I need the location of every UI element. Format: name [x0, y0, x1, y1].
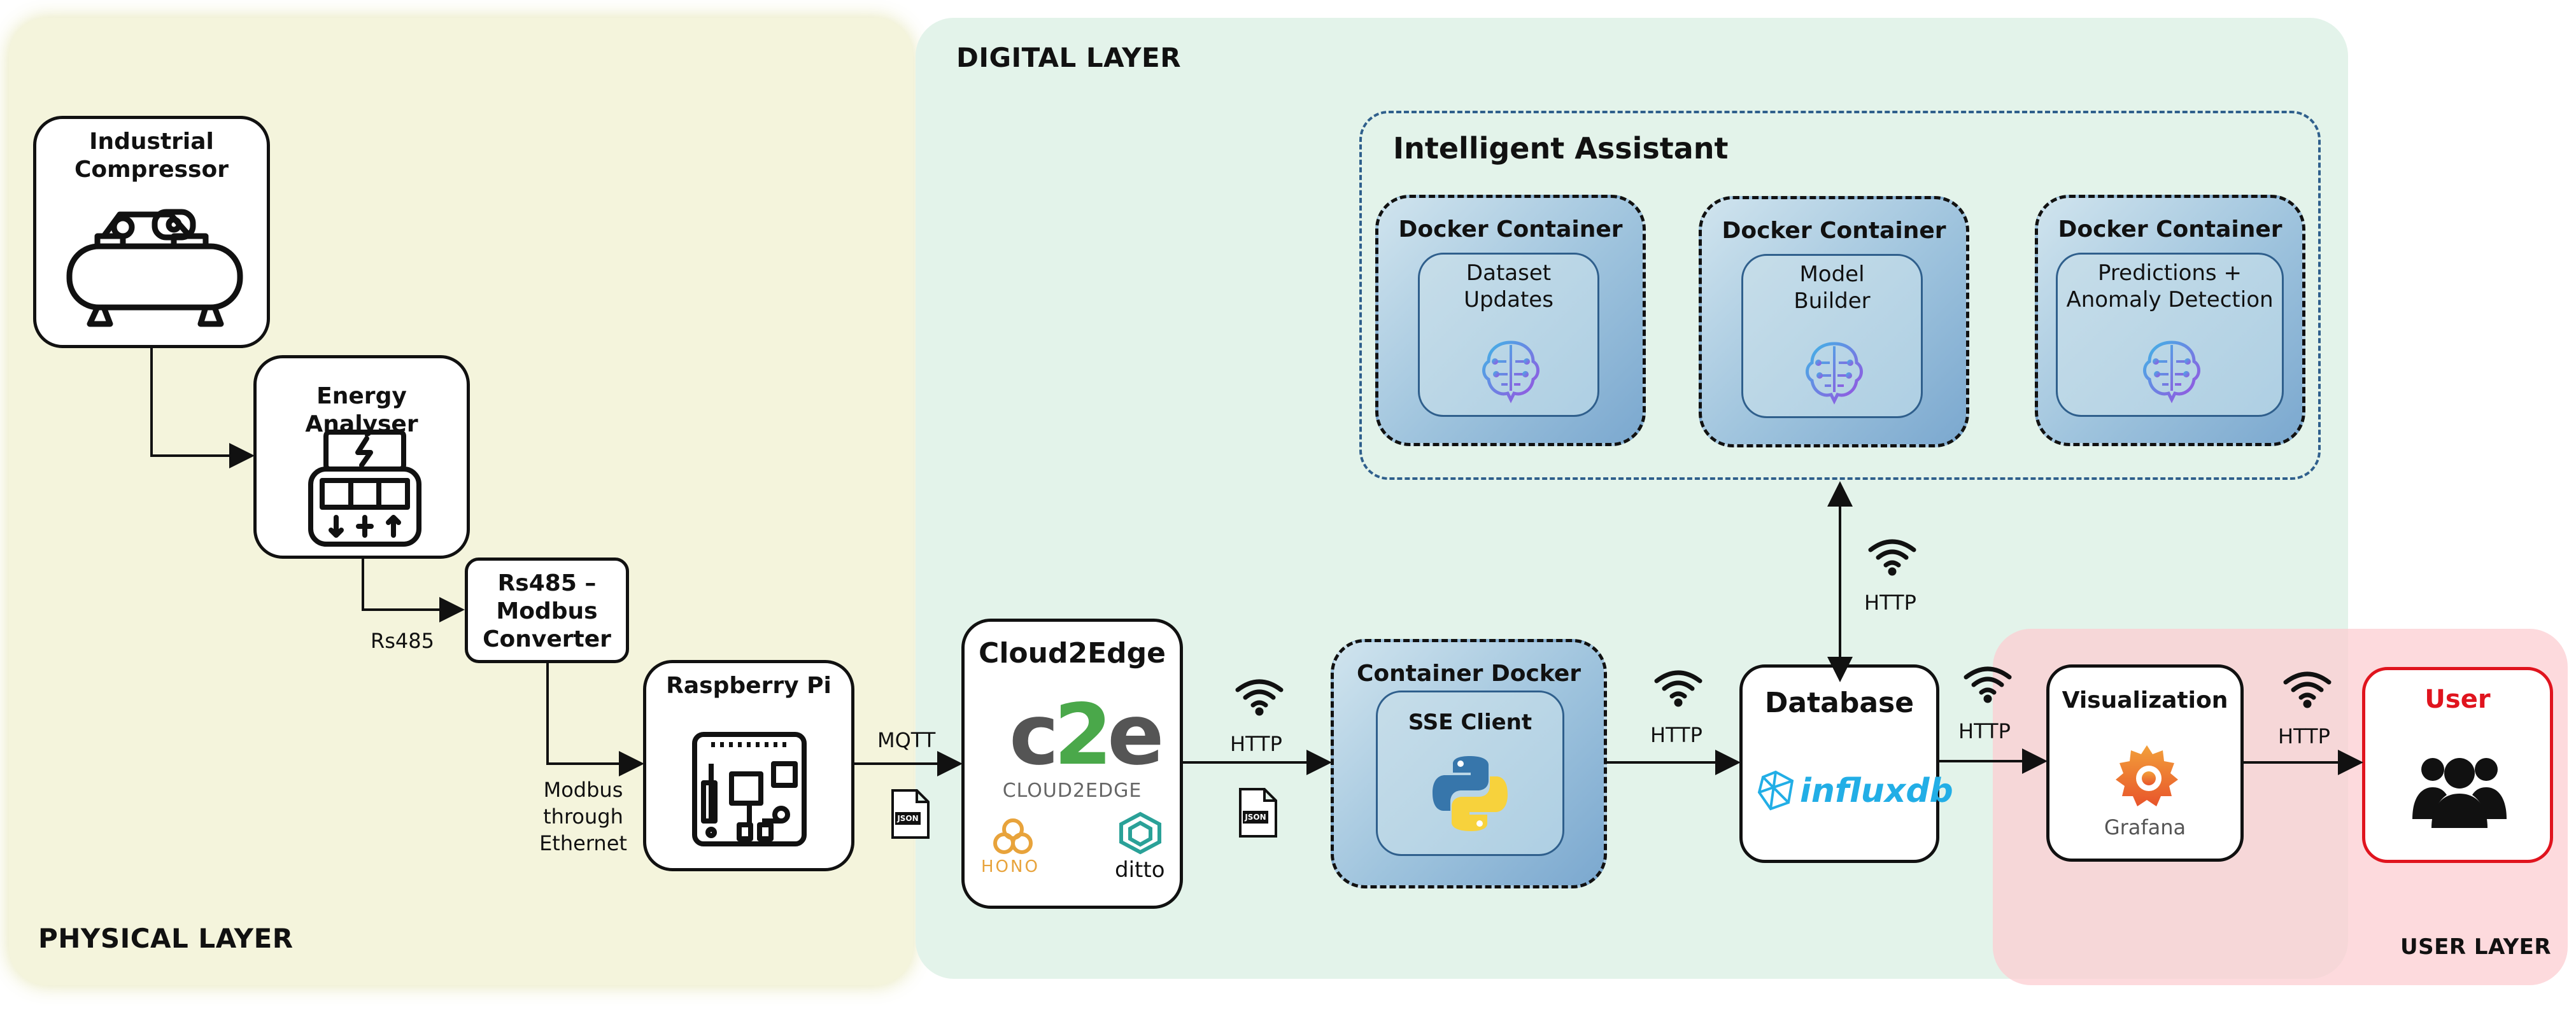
container-docker-node: Container Docker SSE Client	[1331, 639, 1607, 888]
edge-analyser-converter	[362, 559, 465, 622]
dataset-updates-box: Dataset Updates	[1418, 253, 1599, 417]
edge-label-mqtt: MQTT	[877, 728, 936, 752]
container-docker-title: Container Docker	[1356, 661, 1582, 687]
user-title: User	[2424, 685, 2491, 714]
grafana-logo-text: Grafana	[2104, 815, 2186, 839]
wifi-icon	[1868, 539, 1916, 576]
wifi-icon	[1964, 666, 2012, 703]
visualization-title: Visualization	[2062, 687, 2228, 713]
wifi-icons	[1235, 539, 2332, 716]
edge-label-http-cloud2edge: HTTP	[1230, 732, 1282, 756]
hono-logo-icon	[993, 818, 1033, 854]
sse-client-box: SSE Client	[1376, 691, 1564, 856]
digital-layer-title: DIGITAL LAYER	[956, 42, 1182, 73]
python-icon	[1433, 756, 1508, 831]
model-builder-box: Model Builder	[1741, 254, 1923, 418]
wifi-icon	[1235, 679, 1284, 716]
users-icon	[2412, 758, 2507, 828]
edge-compressor-analyser	[150, 348, 255, 468]
grafana-logo-icon	[2116, 745, 2178, 806]
raspberry-pi-title: Raspberry Pi	[666, 673, 832, 699]
cloud2edge-node: Cloud2Edge c2e CLOUD2EDGE HONO ditto	[961, 619, 1183, 909]
edge-label-http-visualization: HTTP	[1958, 719, 2011, 743]
edge-label-rs485: Rs485	[371, 629, 434, 653]
converter-title: Rs485 – Modbus Converter	[483, 570, 611, 652]
energy-analyser-title: Energy Analyser	[305, 383, 418, 437]
cloud2edge-title: Cloud2Edge	[979, 637, 1166, 670]
raspberry-pi-node: Raspberry Pi	[643, 660, 854, 871]
intelligent-assistant-group	[1359, 111, 2321, 480]
docker-container-model: Docker Container Model Builder	[1699, 196, 1969, 447]
edge-label-modbus: Modbus through Ethernet	[539, 778, 627, 855]
edge-converter-raspberry	[546, 663, 644, 776]
user-node: User	[2362, 667, 2553, 863]
docker-container-predictions: Docker Container Predictions + Anomaly D…	[2035, 195, 2305, 446]
dataset-updates-label: Dataset Updates	[1464, 260, 1553, 312]
database-title: Database	[1764, 687, 1914, 719]
influxdb-logo-text: influxdb	[1800, 772, 1953, 810]
c2e-logo: c2e	[1009, 686, 1164, 784]
ai-brain-icon	[1482, 340, 1539, 403]
ai-brain-icon	[1806, 342, 1863, 405]
compressor-icon	[66, 209, 243, 327]
physical-layer-title: PHYSICAL LAYER	[38, 923, 294, 954]
ditto-logo-icon	[1119, 811, 1161, 855]
docker-container-title: Docker Container	[2058, 216, 2282, 242]
energy-analyser-node: Energy Analyser	[253, 355, 470, 559]
rs485-modbus-converter-node: Rs485 – Modbus Converter	[465, 558, 629, 663]
json-file-label: JSON	[1245, 813, 1266, 822]
visualization-node: Visualization Grafana	[2046, 664, 2244, 862]
database-node: Database influxdb	[1739, 664, 1953, 863]
wifi-icon	[1654, 670, 1702, 707]
user-layer-title: USER LAYER	[2400, 934, 2552, 960]
intelligent-assistant-title: Intelligent Assistant	[1393, 131, 1729, 165]
json-file-icon: JSON	[1238, 787, 1278, 839]
hono-logo-text: HONO	[981, 857, 1040, 876]
wifi-icon	[2283, 671, 2332, 708]
json-file-label: JSON	[897, 814, 919, 823]
influxdb-logo-icon	[1757, 770, 1794, 811]
sse-client-label: SSE Client	[1408, 710, 1532, 735]
industrial-compressor-title: Industrial Compressor	[74, 129, 229, 183]
model-builder-label: Model Builder	[1794, 262, 1871, 314]
cloud2edge-logo-text: CLOUD2EDGE	[1002, 780, 1142, 802]
circuit-board-icon	[692, 732, 807, 846]
edge-label-http-docker: HTTP	[1650, 723, 1702, 747]
docker-container-title: Docker Container	[1398, 216, 1623, 242]
edge-label-http-assistant: HTTP	[1864, 591, 1916, 615]
edge-label-http-user: HTTP	[2278, 724, 2330, 748]
predictions-box: Predictions + Anomaly Detection	[2056, 253, 2284, 417]
json-file-icon: JSON	[890, 788, 931, 840]
energy-meter-icon	[308, 430, 421, 547]
ai-brain-icon	[2143, 340, 2200, 403]
docker-container-title: Docker Container	[1722, 218, 1946, 244]
predictions-label: Predictions + Anomaly Detection	[2066, 260, 2274, 312]
ditto-logo-text: ditto	[1115, 857, 1165, 883]
docker-container-dataset: Docker Container Dataset Updates	[1375, 195, 1646, 446]
industrial-compressor-node: Industrial Compressor	[33, 116, 270, 348]
